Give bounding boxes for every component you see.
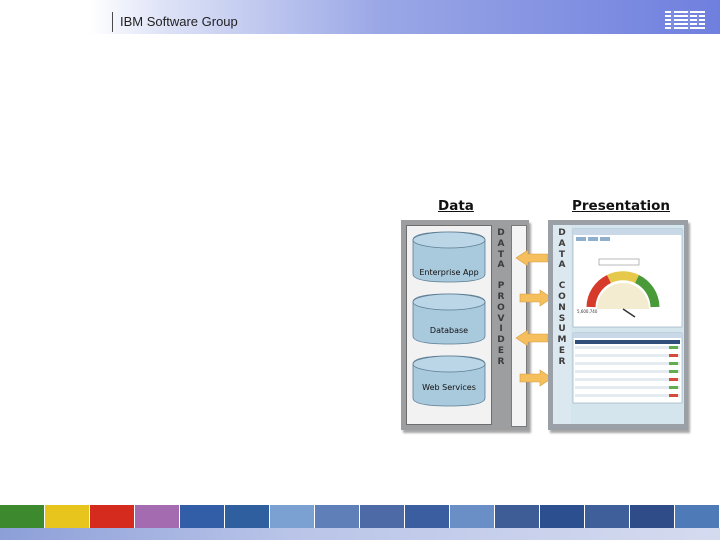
footer-tile	[675, 505, 719, 528]
footer-tile-strip	[0, 505, 720, 528]
provider-letter	[493, 271, 509, 281]
database-cylinders	[412, 231, 486, 407]
footer-tile	[90, 505, 134, 528]
provider-letter: T	[497, 249, 505, 260]
footer-tile	[540, 505, 584, 528]
provider-letter: D	[497, 335, 505, 346]
footer-tile	[360, 505, 404, 528]
ibm-logo	[665, 10, 705, 30]
consumer-letter: O	[558, 291, 566, 302]
presentation-panel: D A T A C O N S U M E R	[548, 220, 688, 430]
provider-letter: A	[497, 238, 505, 249]
provider-letter: A	[497, 260, 505, 271]
consumer-letter: A	[558, 260, 566, 271]
data-consumer-label: D A T A C O N S U M E R	[553, 228, 571, 368]
footer-tile	[315, 505, 359, 528]
consumer-letter: D	[558, 228, 566, 238]
provider-letter: D	[497, 228, 505, 238]
consumer-letter: N	[558, 302, 566, 313]
footer-tile	[405, 505, 449, 528]
provider-letter: R	[497, 291, 505, 302]
consumer-letter: T	[558, 249, 566, 260]
footer-gradient-bar	[0, 528, 720, 540]
consumer-letter	[553, 271, 571, 281]
footer-tile	[630, 505, 674, 528]
consumer-letter: E	[558, 345, 566, 356]
consumer-letter: S	[558, 313, 566, 324]
consumer-letter: C	[558, 281, 566, 292]
provider-letter: O	[497, 302, 505, 313]
footer-tile	[450, 505, 494, 528]
dashboard-thumbnail	[572, 228, 683, 404]
consumer-letter: R	[558, 356, 566, 367]
header-separator	[112, 12, 113, 32]
data-heading: Data	[438, 198, 474, 214]
source-enterprise-app: Enterprise App	[419, 268, 479, 277]
architecture-diagram: Data Presentation Enterprise App Databas…	[398, 192, 700, 434]
data-panel: Enterprise App Database Web Services D A…	[401, 220, 529, 430]
dashboard-screenshot: 5,600,740	[571, 225, 684, 424]
source-web-services: Web Services	[422, 383, 476, 392]
gauge-value: 5,600,740	[577, 309, 598, 314]
source-database: Database	[429, 326, 469, 335]
footer-tile	[585, 505, 629, 528]
footer-tile	[270, 505, 314, 528]
data-consumer-strip	[553, 225, 571, 424]
footer-tile	[495, 505, 539, 528]
footer-tile	[135, 505, 179, 528]
footer-tile	[0, 505, 44, 528]
consumer-letter: U	[558, 324, 566, 335]
consumer-letter: A	[558, 238, 566, 249]
provider-letter: P	[497, 281, 505, 292]
data-provider-label: D A T A P R O V I D E R	[493, 228, 509, 368]
footer-tile	[45, 505, 89, 528]
consumer-letter: M	[557, 335, 567, 346]
footer-tile	[225, 505, 269, 528]
data-flow-arrows	[515, 249, 553, 387]
presentation-heading: Presentation	[572, 198, 671, 214]
provider-letter: R	[497, 356, 505, 367]
data-sources-panel: Enterprise App Database Web Services	[406, 225, 492, 425]
provider-letter: V	[497, 313, 505, 324]
provider-letter: E	[497, 345, 505, 356]
provider-letter: I	[499, 324, 503, 335]
header-title: IBM Software Group	[120, 14, 238, 29]
header-bar: IBM Software Group	[0, 0, 720, 34]
footer-tile	[180, 505, 224, 528]
